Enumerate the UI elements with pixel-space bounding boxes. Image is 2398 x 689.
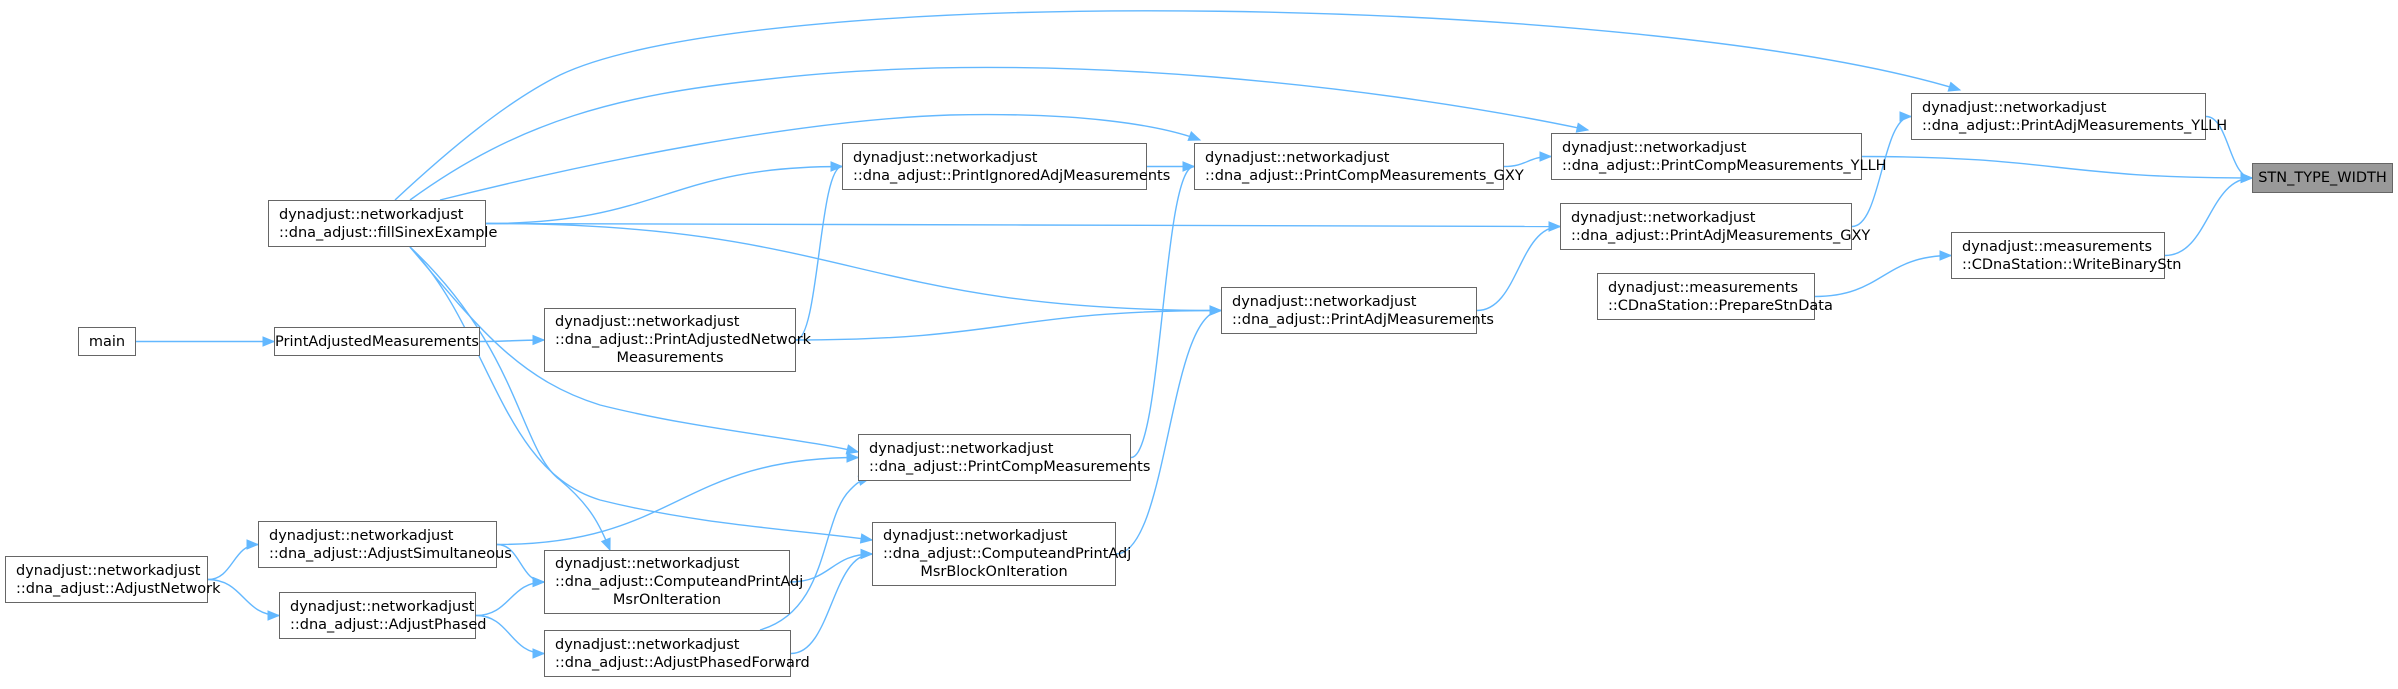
node-phased[interactable]: dynadjust::networkadjust::dna_adjust::Ad… [279,592,487,639]
node-writebinary[interactable]: dynadjust::measurements::CDnaStation::Wr… [1951,232,2182,279]
node-label-line: ::dna_adjust::PrintCompMeasurements [869,458,1151,475]
node-label-line: dynadjust::networkadjust [853,149,1038,166]
edge-phasedfwd-to-block [790,548,874,655]
edge-fillsinex-to-print_yllh [394,10,1962,201]
node-label-line: ::dna_adjust::PrintIgnoredAdjMeasurement… [853,167,1171,184]
node-label-line: dynadjust::networkadjust [869,440,1054,457]
node-stn[interactable]: STN_TYPE_WIDTH [2252,163,2393,193]
node-label-line: dynadjust::networkadjust [269,527,454,544]
node-label-line: ::dna_adjust::PrintCompMeasurements_YLLH [1562,157,1887,174]
node-label-line: ::dna_adjust::AdjustSimultaneous [269,545,512,562]
node-label-line: MsrBlockOnIteration [920,564,1068,580]
edge-fillsinex-to-comp_yllh [409,66,1590,201]
edge-fillsinex-to-print_gxy [485,221,1562,232]
node-adjnetwork[interactable]: dynadjust::networkadjust::dna_adjust::Pr… [544,308,811,372]
edge-adjnetwork-to-ignored [795,161,844,341]
edge-simul-to-printcomp [496,452,860,546]
node-label-line: ::dna_adjust::ComputeandPrintAdj [555,574,804,590]
node-label-line: PrintAdjustedMeasurements [275,333,479,350]
node-preparestn[interactable]: dynadjust::measurements::CDnaStation::Pr… [1597,273,1833,320]
node-label-line: dynadjust::networkadjust [1922,99,2107,116]
node-label-line: dynadjust::networkadjust [883,528,1068,544]
node-comp-gxy[interactable]: dynadjust::networkadjust::dna_adjust::Pr… [1194,143,1524,190]
edge-comp_yllh-to-stn [1861,155,2254,184]
node-label-line: dynadjust::networkadjust [1205,149,1390,166]
node-label-line: dynadjust::networkadjust [1571,209,1756,226]
edge-printadj-to-print_gxy [1476,221,1562,312]
node-label-line: Measurements [616,350,724,366]
node-label-line: ::dna_adjust::PrintAdjMeasurements_YLLH [1922,117,2228,134]
node-printcomp[interactable]: dynadjust::networkadjust::dna_adjust::Pr… [858,434,1151,481]
edge-phased-to-msron [475,576,546,617]
node-simul[interactable]: dynadjust::networkadjust::dna_adjust::Ad… [258,521,512,568]
edge-printadjusted-to-adjnetwork [479,334,546,346]
edge-preparestn-to-writebinary [1814,250,1953,298]
node-comp-yllh[interactable]: dynadjust::networkadjust::dna_adjust::Pr… [1551,133,1887,180]
edge-fillsinex-to-printadj [485,222,1223,316]
edge-comp_gxy-to-comp_yllh [1503,151,1553,168]
node-ignored[interactable]: dynadjust::networkadjust::dna_adjust::Pr… [842,143,1171,190]
node-label-line: ::dna_adjust::fillSinexExample [279,224,498,241]
edge-block-to-printadj [1115,305,1223,555]
edge-phased-to-phasedfwd [475,614,546,659]
node-label-line: STN_TYPE_WIDTH [2258,170,2387,186]
node-print-gxy[interactable]: dynadjust::networkadjust::dna_adjust::Pr… [1560,203,1871,250]
node-label-line: dynadjust::measurements [1962,238,2153,255]
node-label-line: dynadjust::measurements [1608,279,1799,296]
node-label-line: ::dna_adjust::ComputeandPrintAdj [883,546,1132,562]
edge-adjnet-to-phased [207,578,281,621]
node-label-line: ::dna_adjust::PrintAdjMeasurements [1232,311,1494,328]
node-label-line: main [88,333,126,350]
node-adjnet[interactable]: dynadjust::networkadjust::dna_adjust::Ad… [5,556,221,603]
node-label-line: ::dna_adjust::AdjustPhasedForward [555,654,810,671]
node-fillsinex[interactable]: dynadjust::networkadjust::dna_adjust::fi… [268,200,498,247]
node-label-line: dynadjust::networkadjust [555,636,740,653]
node-label-line: dynadjust::networkadjust [1232,293,1417,310]
node-label-line: dynadjust::networkadjust [16,562,201,579]
edge-fillsinex-to-comp_gxy [439,113,1202,201]
node-label-line: ::dna_adjust::PrintAdjustedNetwork [555,332,811,348]
node-msron[interactable]: dynadjust::networkadjust::dna_adjust::Co… [544,550,804,614]
node-label-line: ::dna_adjust::AdjustNetwork [16,580,221,597]
edge-print_gxy-to-print_yllh [1851,111,1913,228]
node-label-line: dynadjust::networkadjust [555,556,740,572]
node-label-line: ::dna_adjust::PrintCompMeasurements_GXY [1205,167,1524,184]
edge-fillsinex-to-block [409,246,874,544]
node-label-line: dynadjust::networkadjust [1562,139,1747,156]
node-block[interactable]: dynadjust::networkadjust::dna_adjust::Co… [872,522,1132,586]
edge-fillsinex-to-ignored [485,161,844,225]
node-label-line: dynadjust::networkadjust [290,598,475,615]
node-main[interactable]: main [78,327,136,356]
node-label-line: MsrOnIteration [612,592,722,608]
node-phasedfwd[interactable]: dynadjust::networkadjust::dna_adjust::Ad… [544,630,810,677]
edge-main-to-printadjusted [135,336,276,347]
node-label-line: ::dna_adjust::PrintAdjMeasurements_GXY [1571,227,1871,244]
node-label-line: ::dna_adjust::AdjustPhased [290,616,487,633]
node-label-line: ::CDnaStation::WriteBinaryStn [1962,256,2182,273]
node-printadj[interactable]: dynadjust::networkadjust::dna_adjust::Pr… [1221,287,1494,334]
node-label-line: dynadjust::networkadjust [555,314,740,330]
node-print-yllh[interactable]: dynadjust::networkadjust::dna_adjust::Pr… [1911,93,2228,140]
edge-adjnetwork-to-printadj [795,305,1223,341]
node-label-line: dynadjust::networkadjust [279,206,464,223]
node-label-line: ::CDnaStation::PrepareStnData [1608,297,1833,314]
edge-adjnet-to-simul [207,539,260,581]
edge-writebinary-to-stn [2164,172,2254,257]
node-printadjusted[interactable]: PrintAdjustedMeasurements [274,327,480,356]
edge-fillsinex-to-msron [409,246,611,552]
